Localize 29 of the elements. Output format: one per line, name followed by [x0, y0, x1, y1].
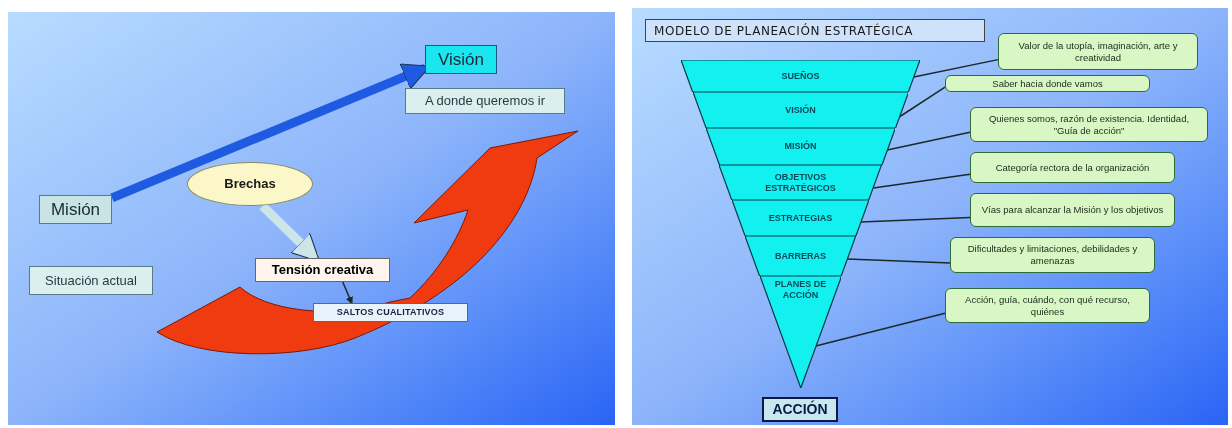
label-box: SALTOS CUALITATIVOS — [313, 303, 468, 322]
label-box: Tensión creativa — [255, 258, 390, 282]
label-box: Misión — [39, 195, 112, 224]
layer-label: PLANES DE ACCIÓN — [773, 279, 828, 301]
callout-box: Vías para alcanzar la Misión y los objetivos — [970, 193, 1175, 227]
funnel-layer — [681, 60, 920, 92]
layer-label: BARRERAS — [773, 250, 827, 262]
label-box: ACCIÓN — [762, 397, 838, 422]
label-box: Situación actual — [29, 266, 153, 295]
callout-box: Dificultades y limitaciones, debilidades y amenazas — [950, 237, 1155, 273]
layer-label: ESTRATEGIAS — [767, 212, 834, 224]
callout-box: Acción, guía, cuándo, con qué recurso, quiénes — [945, 288, 1150, 323]
funnel-layer — [732, 200, 869, 236]
callout-box: Saber hacia donde vamos — [945, 75, 1150, 92]
layer-label: SUEÑOS — [780, 70, 821, 82]
diagram-title: MODELO DE PLANEACIÓN ESTRATÉGICA — [645, 19, 985, 42]
layer-label: OBJETIVOS ESTRATÉGICOS — [764, 171, 837, 194]
funnel-layer — [705, 128, 896, 165]
funnel-layer — [745, 236, 856, 276]
callout-box: Quienes somos, razón de existencia. Identidad, "Guía de acción" — [970, 107, 1208, 142]
label-box: Visión — [425, 45, 497, 74]
funnel-layer — [719, 165, 882, 200]
layer-label: MISIÓN — [783, 141, 818, 152]
callout-box: Categoría rectora de la organización — [970, 152, 1175, 183]
node-label: Brechas — [224, 175, 276, 194]
callout-box: Valor de la utopía, imaginación, arte y creatividad — [998, 33, 1198, 70]
label-box: A donde queremos ir — [405, 88, 565, 114]
funnel-layer — [692, 92, 909, 128]
layer-label: VISIÓN — [784, 104, 817, 116]
